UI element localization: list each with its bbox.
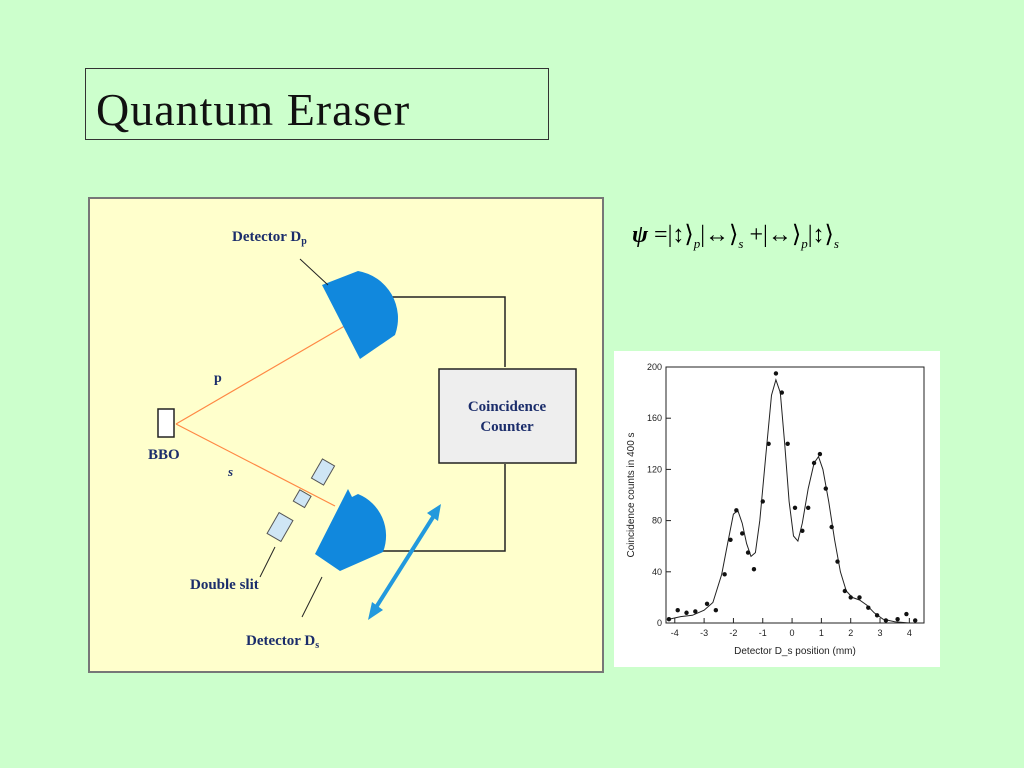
- data-point: [848, 595, 853, 600]
- detector-p-label: Detector Dp: [232, 229, 307, 247]
- detector-s-pointer: [301, 576, 323, 618]
- scan-arrow-head-bottom: [368, 602, 383, 620]
- data-point: [874, 613, 880, 618]
- beam-p-label: p: [214, 371, 222, 386]
- x-tick-label: -3: [700, 628, 708, 638]
- x-tick-label: -1: [759, 628, 767, 638]
- data-point: [745, 550, 751, 555]
- data-point: [866, 605, 871, 610]
- data-point: [895, 616, 900, 622]
- double-slit-label: Double slit: [190, 577, 259, 593]
- bbo-label: BBO: [148, 447, 180, 463]
- eq-plus: +: [749, 222, 764, 248]
- eq-t2-ket2: |↕⟩: [807, 222, 834, 248]
- data-point: [823, 486, 828, 491]
- scan-arrow-head-top: [427, 504, 441, 521]
- data-point: [684, 610, 689, 615]
- data-point: [693, 609, 698, 614]
- data-point: [666, 616, 672, 622]
- data-point: [857, 595, 862, 600]
- eq-equals: =: [654, 222, 668, 248]
- data-point: [800, 528, 805, 534]
- data-point: [675, 608, 680, 613]
- eq-t1-sub2: s: [738, 235, 744, 251]
- y-tick-label: 80: [652, 516, 662, 526]
- data-point: [913, 618, 918, 623]
- beam-s-label: s: [227, 464, 233, 479]
- x-tick-label: 3: [878, 628, 883, 638]
- eq-t2-sub2: s: [833, 235, 839, 251]
- detector-p-pointer: [299, 258, 329, 286]
- data-point: [805, 505, 811, 510]
- data-point: [883, 618, 889, 623]
- x-tick-label: 4: [907, 628, 912, 638]
- polarizer-upper: [310, 458, 336, 486]
- y-tick-label: 40: [652, 567, 662, 577]
- fit-curve: [668, 378, 919, 624]
- beam-p: [175, 323, 349, 425]
- detector-p-shape: [322, 271, 398, 359]
- diagram-svg: Detector Dp p BBO s Coincidence Counter …: [148, 229, 577, 651]
- data-point: [773, 371, 779, 376]
- slide-title: Quantum Eraser: [96, 84, 411, 135]
- eq-t2-ket1: |↔⟩: [763, 222, 802, 248]
- eq-t1-ket2: |↔⟩: [700, 222, 739, 248]
- y-tick-label: 120: [647, 464, 662, 474]
- data-point: [740, 531, 745, 536]
- eq-t1-sub1: p: [693, 235, 701, 251]
- counter-line1: Coincidence: [468, 399, 547, 415]
- data-point: [829, 524, 834, 530]
- y-tick-label: 0: [657, 618, 662, 628]
- beam-s: [175, 423, 336, 507]
- data-point: [835, 559, 840, 564]
- x-tick-label: 1: [819, 628, 824, 638]
- plot-frame: [665, 366, 925, 624]
- experiment-diagram: Detector Dp p BBO s Coincidence Counter …: [88, 197, 604, 673]
- data-point: [792, 505, 798, 510]
- x-axis-label: Detector D_s position (mm): [734, 646, 856, 657]
- eq-t2-sub1: p: [801, 235, 808, 251]
- title-box: Quantum Eraser: [85, 68, 549, 140]
- double-slit-pointer: [259, 546, 276, 578]
- detector-s-label: Detector Ds: [246, 633, 319, 651]
- y-tick-label: 200: [647, 362, 662, 372]
- data-point: [722, 572, 727, 577]
- data-point: [904, 611, 909, 617]
- data-point: [751, 567, 757, 572]
- data-point: [842, 588, 848, 594]
- data-point: [779, 390, 785, 395]
- x-tick-label: -2: [729, 628, 737, 638]
- data-point: [766, 441, 771, 446]
- data-point: [728, 537, 733, 542]
- data-point: [704, 601, 710, 606]
- entangled-state-equation: ψ =|↕⟩p|↔⟩s +|↔⟩p|↕⟩s: [632, 220, 952, 264]
- eq-psi: ψ: [632, 222, 649, 248]
- scan-arrow-shaft: [373, 512, 437, 611]
- coincidence-counter-box: [438, 368, 577, 464]
- data-point: [713, 608, 719, 613]
- data-point: [811, 460, 817, 466]
- y-axis-label: Coincidence counts in 400 s: [626, 432, 637, 557]
- polarizer-small: [292, 489, 312, 509]
- x-tick-label: -4: [671, 628, 679, 638]
- data-point: [734, 508, 739, 513]
- wire-dp-counter: [380, 296, 506, 367]
- x-tick-label: 0: [790, 628, 795, 638]
- data-point: [760, 499, 765, 504]
- bbo-crystal: [157, 408, 175, 438]
- detector-s-shape: [315, 489, 387, 571]
- data-point: [817, 451, 823, 457]
- counter-line2: Counter: [480, 419, 534, 435]
- data-point: [785, 441, 790, 446]
- wire-ds-counter: [380, 464, 506, 552]
- y-tick-label: 160: [647, 413, 662, 423]
- eq-t1-ket1: |↕⟩: [667, 222, 694, 248]
- x-tick-label: 2: [848, 628, 853, 638]
- double-slit: [266, 511, 294, 543]
